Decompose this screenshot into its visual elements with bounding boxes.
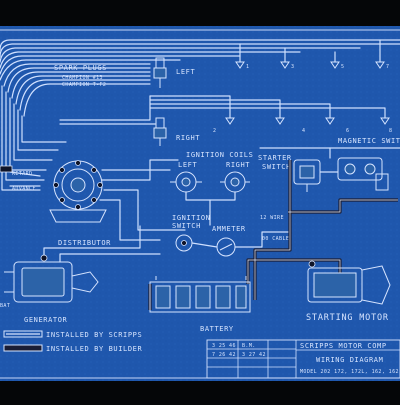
cylinder-5-label: 5 bbox=[341, 64, 344, 70]
legend-builder-label: INSTALLED BY BUILDER bbox=[46, 345, 142, 353]
magnetic-switch-label: MAGNETIC SWITCH bbox=[338, 137, 400, 145]
starting-motor bbox=[307, 260, 391, 305]
cylinder-8-label: 8 bbox=[389, 128, 392, 134]
cable-00-label: 00 CABLE bbox=[262, 236, 289, 242]
retard-label: RETARD bbox=[12, 171, 32, 177]
cylinder-7-label: 7 bbox=[386, 64, 389, 70]
drawing-title: WIRING DIAGRAM bbox=[316, 356, 383, 364]
advance-label: ADVANCE bbox=[12, 186, 36, 192]
spark-plugs-label: SPARK PLUGS bbox=[54, 64, 107, 72]
ignition-coil-right bbox=[220, 171, 250, 193]
spark-plug-harness bbox=[0, 39, 400, 191]
wire-12-label: 12 WIRE bbox=[260, 215, 284, 221]
legend bbox=[3, 330, 43, 352]
cylinder-2-label: 2 bbox=[213, 128, 216, 134]
legend-scripps-label: INSTALLED BY SCRIPPS bbox=[46, 331, 142, 339]
ignition-coils-label: IGNITION COILS bbox=[186, 151, 253, 159]
spark-plug-right-illustration bbox=[153, 117, 167, 146]
cylinder-markers-bottom bbox=[225, 117, 390, 125]
magnetic-switch bbox=[337, 157, 389, 191]
sheet-border bbox=[0, 29, 400, 379]
battery bbox=[149, 276, 251, 313]
generator-label: GENERATOR bbox=[24, 316, 68, 324]
company-name: SCRIPPS MOTOR COMP bbox=[300, 342, 387, 350]
revision-cell-2-2: 3 27 42 bbox=[242, 352, 266, 358]
ignition-switch-label-line2: SWITCH bbox=[172, 222, 201, 230]
spark-plug-note-2: CHAMPION T-F2 bbox=[62, 82, 106, 88]
cylinder-markers-top bbox=[235, 61, 385, 69]
coil-left-label: LEFT bbox=[178, 161, 197, 169]
starting-motor-label: STARTING MOTOR bbox=[306, 313, 389, 323]
spark-plug-note-1: CHAMPION #13 bbox=[62, 75, 103, 81]
blueprint-sheet bbox=[0, 26, 400, 381]
spark-plug-left-illustration bbox=[153, 57, 167, 88]
starter-switch-label-line1: STARTER bbox=[258, 154, 292, 162]
distributor bbox=[49, 160, 107, 223]
model-line: MODEL 202 172, 172L, 162, 162 bbox=[300, 369, 399, 375]
revision-cell-2-1: 7 26 42 bbox=[212, 352, 236, 358]
battery-label: BATTERY bbox=[200, 325, 234, 333]
cylinder-1-label: 1 bbox=[246, 64, 249, 70]
starter-switch-label-line2: SWITCH bbox=[262, 163, 291, 171]
cylinder-6-label: 6 bbox=[346, 128, 349, 134]
distributor-label: DISTRIBUTOR bbox=[58, 239, 111, 247]
cylinder-4-label: 4 bbox=[302, 128, 305, 134]
right-bank-label: RIGHT bbox=[176, 134, 200, 142]
coil-right-label: RIGHT bbox=[226, 161, 250, 169]
revision-cell-1-1: 3 25 46 bbox=[212, 343, 236, 349]
title-block bbox=[206, 339, 400, 379]
ammeter-label: AMMETER bbox=[212, 225, 246, 233]
left-bank-label: LEFT bbox=[176, 68, 195, 76]
cylinder-3-label: 3 bbox=[291, 64, 294, 70]
ignition-switch-label-line1: IGNITION bbox=[172, 214, 211, 222]
retard-advance-control bbox=[0, 165, 41, 187]
revision-cell-1-2: B.M. bbox=[242, 343, 256, 349]
generator bbox=[4, 254, 99, 303]
generator-terminal-label: BAT bbox=[0, 303, 10, 309]
